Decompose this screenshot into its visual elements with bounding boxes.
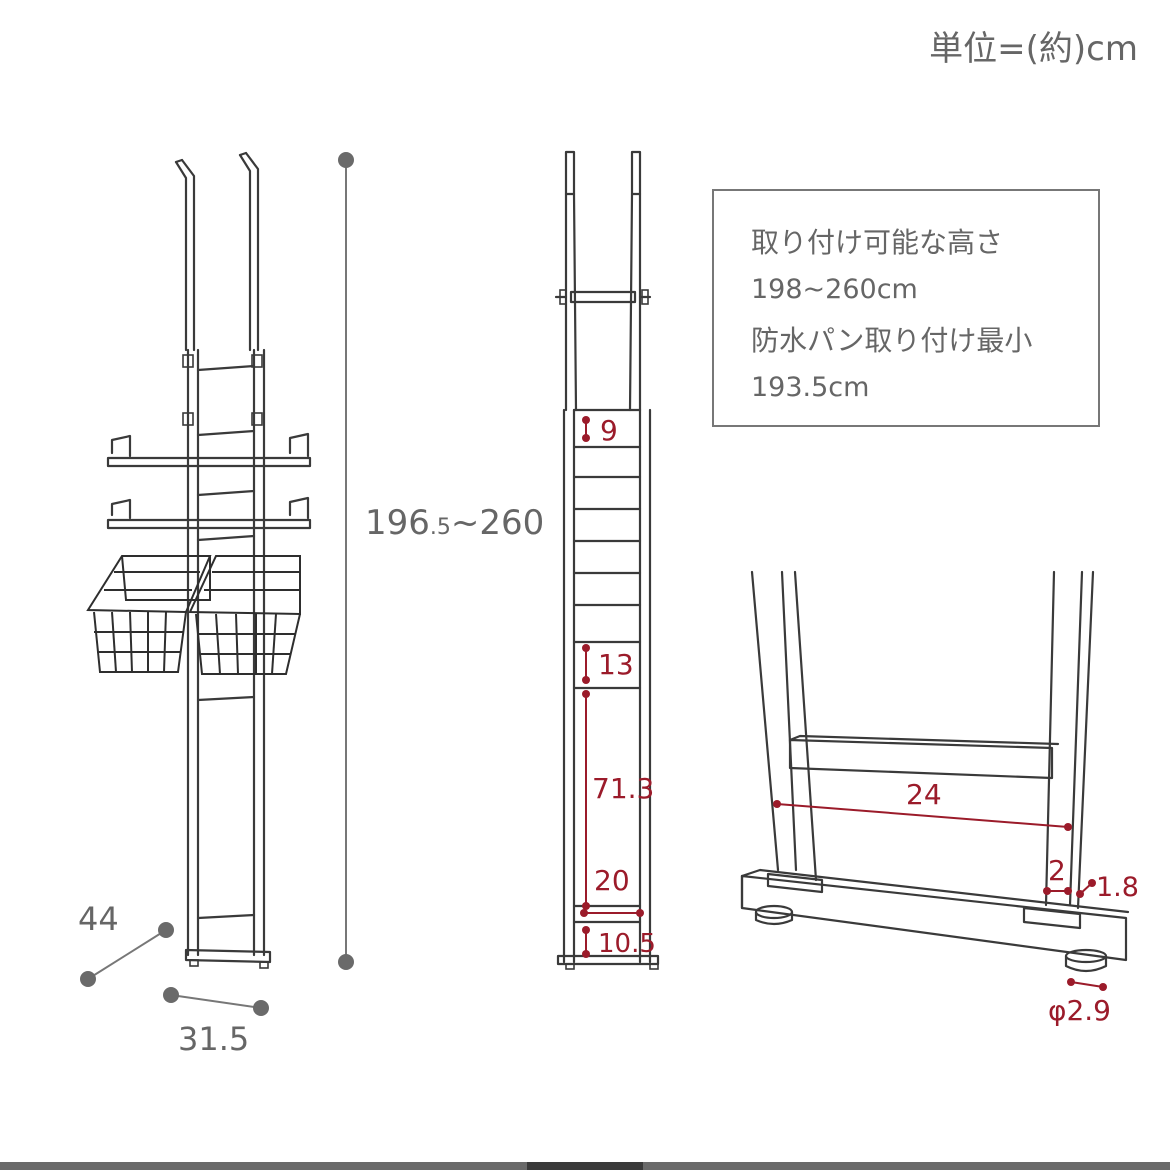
pole-width-label: 2 bbox=[1048, 854, 1066, 887]
side-view-ladder bbox=[554, 150, 660, 970]
bottom-gap-label: 10.5 bbox=[598, 929, 656, 959]
scroll-handle[interactable] bbox=[527, 1162, 643, 1170]
info-box-line1: 取り付け可能な高さ bbox=[751, 226, 1003, 259]
info-box-line4: 193.5cm bbox=[751, 372, 869, 403]
inner-width-label: 24 bbox=[906, 778, 942, 811]
pole-depth-dimension bbox=[1076, 879, 1096, 898]
upper-gap-dimension bbox=[582, 644, 590, 684]
wire-basket-right bbox=[188, 555, 301, 675]
rung-gap-dimension bbox=[582, 416, 590, 442]
wire-basket-left bbox=[86, 555, 212, 673]
depth-dimension bbox=[80, 922, 174, 987]
pole-depth-label: 1.8 bbox=[1096, 872, 1139, 903]
info-box-line2: 198~260cm bbox=[751, 274, 918, 305]
long-gap-label: 71.3 bbox=[592, 772, 654, 805]
bottom-gap-dimension bbox=[582, 926, 590, 958]
height-label: 196.5~260 bbox=[365, 503, 544, 543]
inner-width-dimension bbox=[773, 800, 1072, 831]
height-dimension bbox=[338, 152, 354, 970]
pole-width-dimension bbox=[1043, 887, 1072, 895]
long-gap-dimension bbox=[582, 690, 590, 910]
depth-label: 44 bbox=[78, 900, 119, 938]
foot-diameter-dimension bbox=[1067, 978, 1107, 991]
width-dimension bbox=[163, 987, 269, 1016]
width-label: 31.5 bbox=[178, 1020, 249, 1058]
foot-diameter-label: φ2.9 bbox=[1048, 994, 1111, 1027]
lower-gap-label: 20 bbox=[594, 864, 630, 897]
lower-gap-dimension bbox=[580, 909, 644, 917]
info-box-line3: 防水パン取り付け最小 bbox=[751, 324, 1032, 357]
info-box bbox=[712, 189, 1100, 427]
upper-gap-label: 13 bbox=[598, 648, 634, 681]
front-view-rack bbox=[86, 151, 312, 969]
unit-label: 単位=(約)cm bbox=[929, 29, 1138, 69]
detail-view-base bbox=[740, 570, 1130, 973]
rung-gap-label: 9 bbox=[600, 414, 618, 447]
